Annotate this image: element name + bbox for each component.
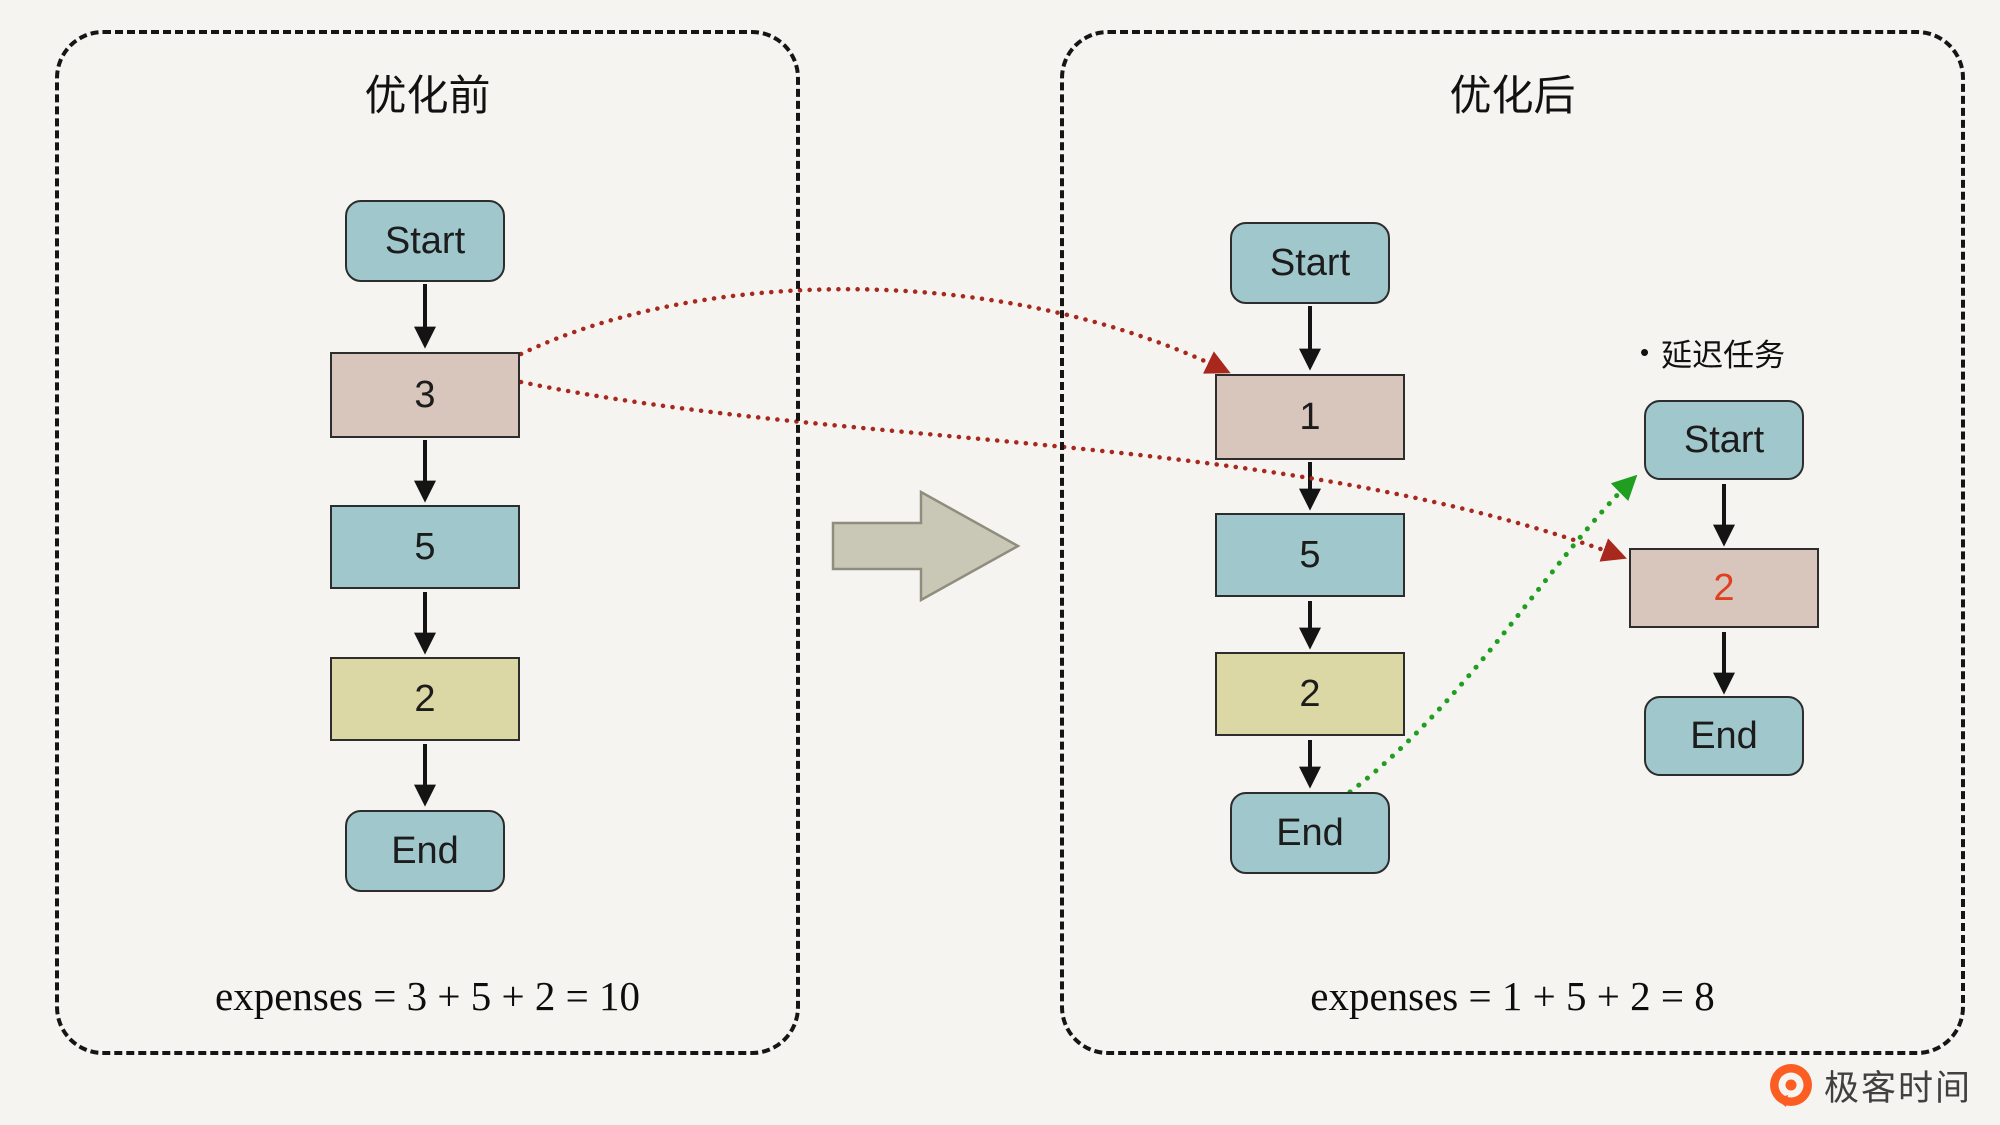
panel-after-title: 优化后 — [1449, 72, 1576, 119]
transform-arrow — [831, 489, 1021, 603]
defer-arrow-end-to-start — [1347, 474, 1638, 795]
split-arrow-to-task1 — [518, 287, 1231, 374]
node-after-start: Start — [1230, 222, 1390, 304]
brand-footer: 极客时间 — [1768, 1060, 1972, 1111]
node-after-task-2: 2 — [1215, 652, 1405, 736]
node-delayed-end: End — [1644, 696, 1804, 776]
delayed-task-label: • 延迟任务 — [1640, 330, 1900, 375]
split-arrow-to-deferred-task2 — [518, 379, 1627, 562]
expenses-after: expenses = 1 + 5 + 2 = 8 — [1310, 973, 1715, 1019]
panel-before-title: 优化前 — [364, 72, 491, 119]
delayed-task-label-text: 延迟任务 — [1661, 338, 1786, 373]
node-after-task-5: 5 — [1215, 513, 1405, 597]
node-after-task-1: 1 — [1215, 374, 1405, 460]
panel-before — [55, 30, 800, 1055]
node-before-start: Start — [345, 200, 505, 282]
node-after-end: End — [1230, 792, 1390, 874]
panel-after — [1060, 30, 1965, 1055]
bullet-icon: • — [1640, 337, 1650, 367]
node-before-task-3: 3 — [330, 352, 520, 438]
node-delayed-start: Start — [1644, 400, 1804, 480]
node-delayed-task-2: 2 — [1629, 548, 1819, 628]
geektime-logo-icon — [1769, 1063, 1812, 1107]
node-before-end: End — [345, 810, 505, 892]
node-before-task-2: 2 — [330, 657, 520, 741]
node-before-task-5: 5 — [330, 505, 520, 589]
brand-name: 极客时间 — [1823, 1069, 1972, 1108]
expenses-before: expenses = 3 + 5 + 2 = 10 — [215, 973, 640, 1019]
